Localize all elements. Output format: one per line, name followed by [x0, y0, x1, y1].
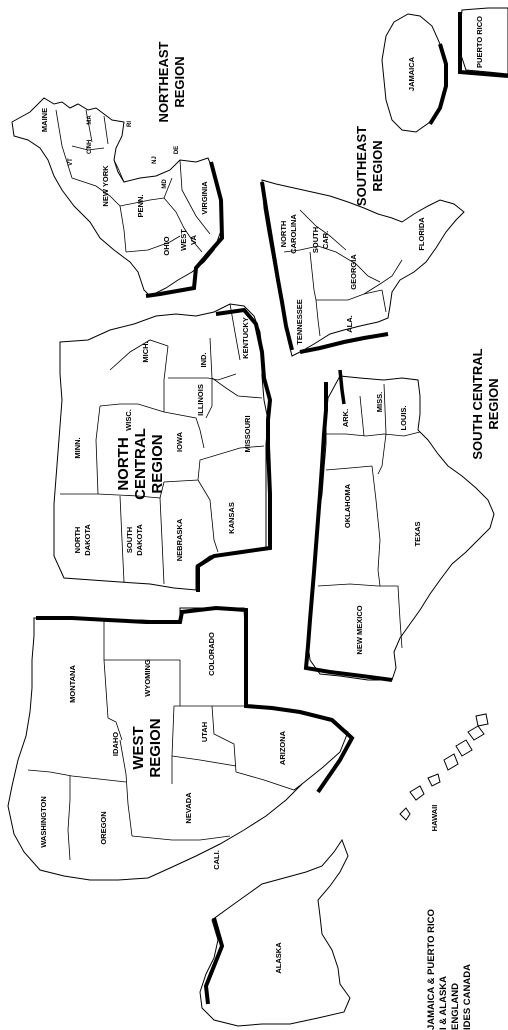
label-wyoming: WYOMING [143, 659, 152, 697]
label-north-carolina-2: CAROLINA [289, 214, 298, 254]
label-hawaii: HAWAII [430, 805, 439, 832]
region-northeast-line1: NORTHEAST [156, 41, 171, 122]
region-north-central-line1: NORTH [115, 437, 132, 490]
label-utah: UTAH [200, 722, 209, 742]
label-louis: LOUIS. [399, 405, 408, 430]
label-ind: IND. [199, 353, 208, 368]
north-central-borders [60, 303, 265, 585]
region-south-central-line1: SOUTH CENTRAL [470, 348, 485, 459]
label-tennessee: TENNESSEE [295, 299, 304, 344]
label-wisc: WISC. [124, 409, 133, 431]
label-alaska: ALASKA [274, 942, 283, 974]
label-miss: MISS. [375, 392, 384, 412]
label-minn: MINN. [73, 437, 82, 458]
label-oklahoma: OKLAHOMA [343, 483, 352, 528]
footnote-line4: IDES CANADA [462, 964, 473, 1030]
label-nh: NH [87, 140, 93, 149]
footnote-line1: JAMAICA & PUERTO RICO [426, 909, 437, 1030]
alaska-border [203, 917, 225, 1005]
region-southeast-line2: REGION [370, 140, 385, 191]
label-ct: CT [87, 146, 93, 154]
label-oregon: OREGON [99, 811, 108, 844]
label-jamaica: JAMAICA [407, 56, 416, 91]
west-landmass [7, 607, 349, 881]
label-new-york: NEW YORK [101, 165, 110, 207]
label-cali: CALI. [212, 850, 221, 870]
label-ri: RI [127, 121, 133, 127]
southeast-borders [283, 209, 403, 337]
label-ohio: OHIO [162, 236, 171, 255]
label-ark: ARK. [341, 409, 350, 427]
hawaii-islands [399, 713, 489, 821]
west-region-border [36, 605, 355, 794]
label-mich: MICH. [141, 341, 150, 362]
south-central-borders [317, 383, 421, 649]
label-washington: WASHINGTON [39, 796, 48, 848]
region-northeast-line2: REGION [172, 56, 187, 107]
label-north-dakota-2: DAKOTA [83, 524, 92, 556]
footnote-line2: I & ALASKA [438, 976, 449, 1030]
label-de: DE [174, 146, 180, 154]
region-west-line1: WEST [130, 726, 147, 769]
north-central-landmass [53, 303, 269, 591]
label-south-car-1: SOUTH [311, 227, 320, 253]
label-florida: FLORIDA [417, 217, 426, 251]
label-west-va-2: VA [189, 234, 198, 244]
label-vt: VT [68, 158, 74, 166]
label-new-mexico: NEW MEXICO [355, 605, 364, 654]
label-kentucky: KENTUCKY [241, 317, 250, 359]
alaska-landmass [199, 838, 351, 1027]
label-south-dakota-2: DAKOTA [135, 524, 144, 556]
west-borders [27, 620, 303, 861]
label-nj: NJ [152, 156, 158, 164]
label-north-dakota-1: NORTH [73, 527, 82, 554]
label-md: MD [162, 179, 168, 189]
label-penn: PENN. [136, 195, 145, 218]
label-iowa: IOWA [175, 431, 184, 452]
northeast-region-border [145, 161, 225, 298]
label-south-car-2: CAR. [321, 231, 330, 249]
label-north-carolina-1: NORTH [279, 221, 288, 248]
label-georgia: GEORGIA [349, 254, 358, 290]
label-colorado: COLORADO [207, 632, 216, 676]
label-ala: ALA. [345, 315, 354, 333]
region-west-line2: REGION [147, 718, 164, 777]
label-illinois: ILLINOIS [196, 384, 205, 416]
label-ma: MA [87, 115, 93, 125]
region-north-central-line2: CENTRAL [132, 428, 149, 500]
northeast-borders [55, 109, 211, 253]
south-central-region-border [303, 382, 393, 682]
label-west-va-1: WEST [179, 229, 188, 251]
region-north-central-line3: REGION [149, 434, 166, 493]
label-nevada: NEVADA [184, 792, 193, 824]
label-south-dakota-1: SOUTH [125, 527, 134, 553]
label-texas: TEXAS [413, 521, 422, 546]
puerto-rico-island [459, 7, 508, 75]
label-arizona: ARIZONA [278, 730, 287, 765]
label-idaho: IDAHO [111, 732, 120, 756]
label-puerto-rico: PUERTO RICO [475, 16, 484, 68]
label-nebraska: NEBRASKA [175, 518, 184, 561]
label-kansas: KANSAS [227, 502, 236, 534]
footnote-line3: ENGLAND [450, 983, 461, 1030]
label-maine: MAINE [40, 108, 49, 132]
north-central-region-border [196, 307, 273, 592]
label-virginia: VIRGINIA [200, 181, 209, 215]
region-south-central-line2: REGION [486, 378, 501, 429]
label-montana: MONTANA [68, 665, 77, 703]
label-missouri: MISSOURI [243, 415, 252, 452]
southeast-region-border [260, 181, 294, 351]
region-southeast-line1: SOUTHEAST [354, 126, 369, 206]
